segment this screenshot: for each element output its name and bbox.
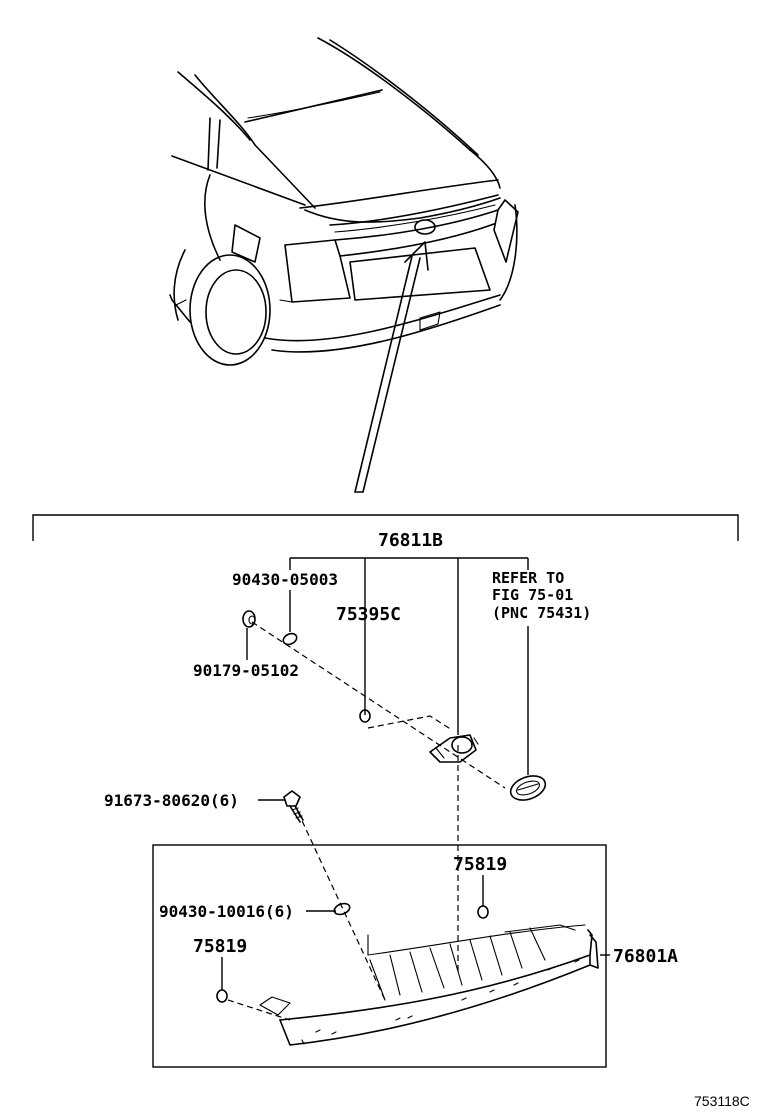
label-76801A: 76801A bbox=[613, 946, 678, 967]
detail-box bbox=[152, 844, 607, 1068]
label-90430-05003: 90430-05003 bbox=[232, 570, 338, 589]
camera-unit bbox=[429, 734, 479, 763]
screw-91673-80620 bbox=[283, 790, 304, 823]
label-91673-80620: 91673-80620(6) bbox=[104, 791, 239, 810]
emblem bbox=[509, 775, 547, 801]
label-75395C: 75395C bbox=[336, 604, 401, 625]
nut-90430-05003 bbox=[282, 632, 298, 646]
label-90179-05102: 90179-05102 bbox=[193, 661, 299, 680]
location-arrow bbox=[354, 241, 429, 493]
clip-75395C bbox=[359, 709, 371, 723]
clip-75819-left bbox=[216, 989, 228, 1003]
assembly-dashed-lines bbox=[227, 621, 506, 1021]
label-90430-10016: 90430-10016(6) bbox=[159, 902, 294, 921]
label-refer-line1: REFER TO bbox=[492, 569, 564, 587]
garnish-76801A bbox=[259, 924, 599, 1046]
washer-90430-10016 bbox=[333, 902, 351, 916]
nut-90179-05102 bbox=[242, 610, 256, 628]
vehicle-rear-illustration bbox=[169, 37, 519, 366]
assembly-bracket bbox=[32, 514, 739, 735]
label-refer-line2: FIG 75-01 bbox=[492, 586, 573, 604]
label-76811B: 76811B bbox=[378, 530, 443, 551]
clip-75819-right bbox=[477, 905, 489, 919]
label-refer-line3: (PNC 75431) bbox=[492, 604, 591, 622]
figure-code: 753118C bbox=[694, 1093, 750, 1109]
leader-lines bbox=[221, 590, 610, 990]
label-75819-left: 75819 bbox=[193, 936, 247, 957]
label-75819-right: 75819 bbox=[453, 854, 507, 875]
